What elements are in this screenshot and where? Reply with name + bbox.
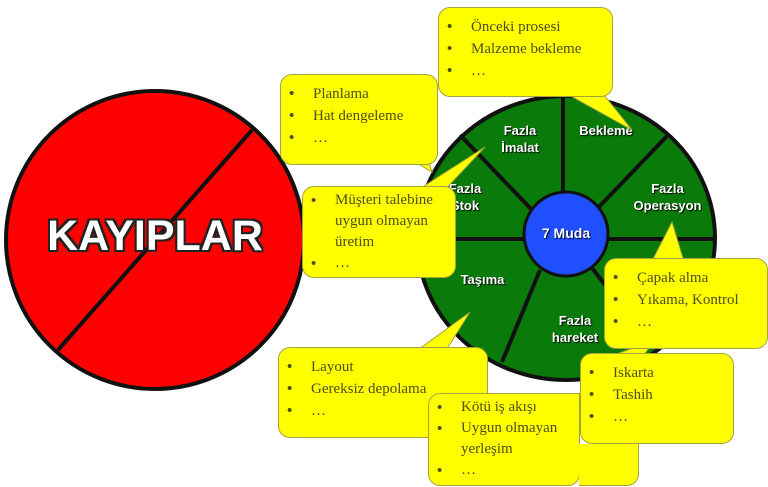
segment-fazla-operasyon: Fazla Operasyon [633,181,702,213]
callout-fazla-imalat: Müşteri talebine uygun olmayan üretim … [302,186,456,278]
spoke [500,269,542,363]
callout-hareket: Kötü iş akışı Uygun olmayan yerleşim … [428,393,580,486]
callout-item: … [287,400,479,422]
callout-item: Müşteri talebine uygun olmayan üretim [311,190,447,253]
tail-tasima [413,311,471,353]
callout-item: Tashih [589,384,725,406]
callout-item: Malzeme bekleme [447,38,604,60]
callout-item: Kötü iş akışı [437,397,571,418]
callout-bekleme: Önceki prosesi Malzeme bekleme … [438,7,613,97]
kayiplar-label: KAYIPLAR [47,212,263,260]
callout-hata: Iskarta Tashih … [580,353,734,444]
segment-fazla-stok: Fazla Stok [448,181,482,213]
segment-fazla-hareket: Fazla hareket [551,313,599,345]
callout-item: … [613,311,759,333]
center-circle [522,190,610,278]
callout-fazla-operasyon: Çapak alma Yıkama, Kontrol … [604,258,768,349]
callout-item: Uygun olmayan yerleşim [437,418,571,460]
callout-planlama: Planlama Hat dengeleme … [280,74,438,165]
callout-item: … [447,60,604,82]
callout-item: Planlama [289,83,429,105]
spoke [594,133,670,212]
segment-fazla-imalat: Fazla İmalat [501,123,539,155]
callout-item: Iskarta [589,362,725,384]
segment-bekleme: Bekleme [579,123,633,138]
callout-item: Önceki prosesi [447,16,604,38]
callout-item: … [289,127,429,149]
callout-item: … [437,460,571,481]
callout-item: … [589,406,725,428]
callout-item: Yıkama, Kontrol [613,289,759,311]
callout-item: Gereksiz depolama [287,378,479,400]
callout-item: … [311,253,447,274]
spoke [458,133,534,212]
callout-item: Layout [287,356,479,378]
callout-item: Çapak alma [613,267,759,289]
segment-tasima: Taşıma [460,272,505,287]
center-label: 7 Muda [541,225,591,241]
callout-item: Hat dengeleme [289,105,429,127]
callout-hareket-extension [579,444,639,486]
